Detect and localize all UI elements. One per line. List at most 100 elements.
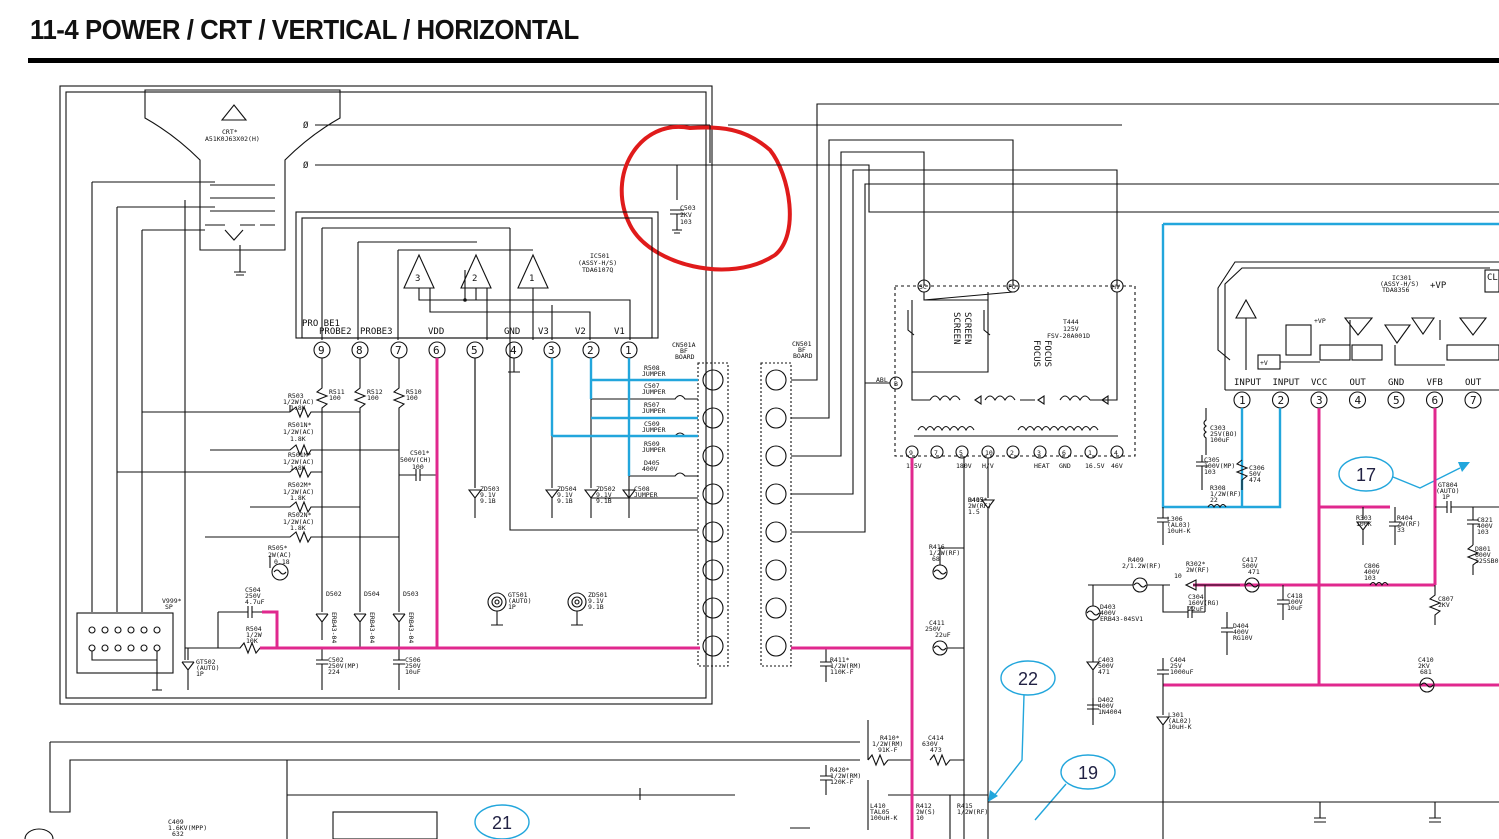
svg-text:19: 19 <box>1078 763 1098 783</box>
svg-text:33: 33 <box>1397 526 1405 534</box>
callout-22: 22 <box>988 660 1056 802</box>
d405-diode: D405 R417* 2W(RF) 1.5 <box>968 458 996 720</box>
svg-text:ERB43-04: ERB43-04 <box>330 612 338 643</box>
c301-capacitor: C305 100V(MP) 103 <box>1196 455 1235 490</box>
svg-text:91K-F: 91K-F <box>878 746 898 754</box>
svg-text:C509: C509 <box>644 420 660 428</box>
svg-text:JUMPER: JUMPER <box>642 407 666 415</box>
crt-board-outline <box>59 85 713 705</box>
svg-text:50V: 50V <box>1249 470 1261 478</box>
svg-text:PROBE2: PROBE2 <box>319 327 352 337</box>
svg-text:SC: SC <box>919 283 927 291</box>
d501-diode: GT502 (AUTO) 1P <box>181 648 219 690</box>
svg-text:R420*: R420* <box>830 766 850 774</box>
svg-text:GT501: GT501 <box>508 591 528 599</box>
ic501-pin-6: VDD 6 <box>428 327 446 359</box>
c411-capacitor: R411* 1/2W(RM) 110K-F <box>820 648 861 682</box>
svg-text:S25SB0-4104: S25SB0-4104 <box>1475 557 1499 565</box>
svg-text:C418: C418 <box>1287 592 1303 600</box>
c409-capacitor <box>1429 802 1441 823</box>
svg-text:1/2W(AC): 1/2W(AC) <box>283 458 314 466</box>
svg-text:1/2W: 1/2W <box>246 631 262 639</box>
svg-text:R303: R303 <box>1356 514 1372 522</box>
svg-text:FSV-20A001D: FSV-20A001D <box>1047 332 1090 340</box>
svg-text:1: 1 <box>1088 449 1092 457</box>
svg-text:9.1B: 9.1B <box>480 497 496 505</box>
svg-text:1P: 1P <box>196 670 204 678</box>
svg-text:1.8K: 1.8K <box>290 524 306 532</box>
svg-text:10: 10 <box>1174 572 1182 580</box>
svg-text:C414: C414 <box>928 734 944 742</box>
cn501a-connector: CN501A BF BOARD <box>672 341 729 667</box>
svg-text:V3: V3 <box>538 327 549 337</box>
svg-text:1P: 1P <box>508 603 516 611</box>
svg-text:1: 1 <box>1239 394 1246 407</box>
svg-text:9.1V: 9.1V <box>557 491 573 499</box>
ic301-part: TDA8356 <box>1382 286 1409 294</box>
svg-text:1.6KV(MPP): 1.6KV(MPP) <box>168 824 207 832</box>
svg-text:C506: C506 <box>405 656 421 664</box>
l306-inductor: C806 400V 103 <box>1364 562 1389 587</box>
svg-text:D403: D403 <box>1100 603 1116 611</box>
svg-text:C502: C502 <box>328 656 344 664</box>
r417-resistor: R416 1/2W(RF) 68 <box>929 543 964 580</box>
svg-text:9: 9 <box>909 449 913 457</box>
ic301-ref: IC301 <box>1392 274 1412 282</box>
svg-text:PROBE3: PROBE3 <box>360 327 393 337</box>
svg-text:1: 1 <box>625 344 632 357</box>
svg-text:4: 4 <box>1114 449 1118 457</box>
svg-text:B: B <box>894 380 898 388</box>
svg-text:160V(RG): 160V(RG) <box>1188 599 1219 607</box>
svg-text:500V: 500V <box>1242 562 1258 570</box>
svg-text:JUMPER: JUMPER <box>642 370 666 378</box>
svg-text:C507: C507 <box>644 382 660 390</box>
title-rule <box>28 58 1499 63</box>
r303-resistor: C807 2KV <box>1428 585 1454 625</box>
svg-text:INPUT: INPUT <box>1234 378 1262 388</box>
svg-text:100uH-K: 100uH-K <box>870 814 897 822</box>
svg-text:D503: D503 <box>403 590 419 598</box>
cn501a-pin-3 <box>702 445 724 467</box>
svg-text:7: 7 <box>1470 394 1477 407</box>
svg-text:RG10V: RG10V <box>1233 634 1253 642</box>
svg-text:C821: C821 <box>1477 516 1493 524</box>
svg-text:474: 474 <box>1249 476 1261 484</box>
svg-text:INPUT: INPUT <box>1273 378 1301 388</box>
svg-text:ZD503: ZD503 <box>480 485 500 493</box>
svg-text:500V(CH): 500V(CH) <box>400 456 431 464</box>
svg-text:R511: R511 <box>329 388 345 396</box>
ic501-part: TDA6107Q <box>582 266 613 274</box>
r302-resistor: C417 500V 471 <box>1242 556 1260 593</box>
svg-text:100K: 100K <box>1356 520 1372 528</box>
svg-text:100: 100 <box>329 394 341 402</box>
svg-text:R308: R308 <box>1210 484 1226 492</box>
svg-text:10uF: 10uF <box>1287 604 1303 612</box>
svg-text:10: 10 <box>916 814 924 822</box>
gt502-testpoint: GT501 (AUTO) 1P <box>487 591 531 626</box>
svg-text:C303: C303 <box>1210 424 1226 432</box>
svg-text:TAL05: TAL05 <box>870 808 890 816</box>
svg-text:GT804: GT804 <box>1438 481 1458 489</box>
svg-text:4: 4 <box>1355 394 1362 407</box>
svg-text:C411: C411 <box>929 619 945 627</box>
r308-resistor: D801 600V S25SB0-4104 <box>1466 544 1499 575</box>
svg-text:400V: 400V <box>1233 628 1249 636</box>
svg-text:R502N*: R502N* <box>288 511 312 519</box>
power-trace-left <box>260 358 700 650</box>
ic301-cl: CL <box>1487 273 1498 283</box>
svg-text:9.1B: 9.1B <box>588 603 604 611</box>
svg-text:120K-F: 120K-F <box>830 778 854 786</box>
svg-text:250V(MP): 250V(MP) <box>328 662 359 670</box>
fbt-pin-7: 7 <box>930 445 944 459</box>
fbt-pin-1: 116.5V <box>1084 445 1105 470</box>
svg-text:R502M*: R502M* <box>288 481 312 489</box>
power-trace-right <box>1163 408 1499 687</box>
svg-text:100V: 100V <box>1287 598 1303 606</box>
svg-text:2: 2 <box>1010 449 1014 457</box>
svg-text:1/2W(RM): 1/2W(RM) <box>872 740 903 748</box>
svg-text:100uF: 100uF <box>1210 436 1230 444</box>
